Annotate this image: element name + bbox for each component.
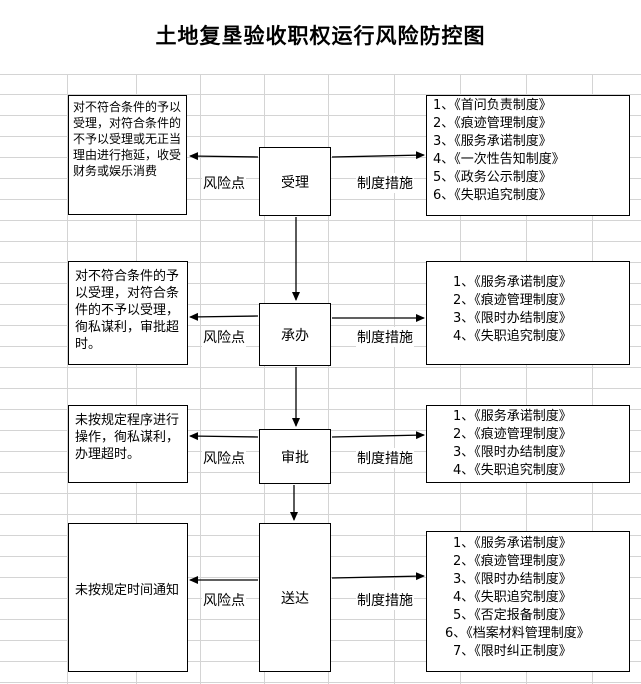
risk-box-accept: 对不符合条件的予以受理，对符合条件的不予以受理或无正当理由进行拖延，收受财务或娱… bbox=[68, 95, 187, 215]
measure-item: 3、《限时办结制度》 bbox=[453, 572, 572, 587]
arrow-to-measures bbox=[331, 151, 425, 160]
step-label: 承办 bbox=[281, 327, 309, 344]
measure-item: 1、《首问负责制度》 bbox=[433, 98, 552, 113]
step-label: 受理 bbox=[281, 174, 309, 191]
measures-box-handle: 1、《服务承诺制度》 2、《痕迹管理制度》 3、《限时办结制度》 4、《失职追究… bbox=[426, 261, 630, 365]
measure-item: 6、《档案材料管理制度》 bbox=[445, 626, 590, 641]
measure-item: 2、《痕迹管理制度》 bbox=[453, 427, 572, 442]
risk-point-label: 风险点 bbox=[202, 590, 246, 610]
arrow-to-measures bbox=[331, 431, 425, 440]
arrow-to-risk bbox=[189, 152, 259, 161]
measure-item: 4、《一次性告知制度》 bbox=[433, 152, 565, 167]
measure-label: 制度措施 bbox=[356, 448, 414, 468]
risk-point-label: 风险点 bbox=[202, 327, 246, 347]
risk-text: 对不符合条件的予以受理，对符合条件的不予以受理或无正当理由进行拖延，收受财务或娱… bbox=[73, 100, 182, 178]
risk-text: 未按规定程序进行操作，徇私谋利，办理超时。 bbox=[75, 413, 180, 462]
measure-item: 3、《限时办结制度》 bbox=[453, 445, 572, 460]
measures-box-accept: 1、《首问负责制度》 2、《痕迹管理制度》 3、《服务承诺制度》 4、《一次性告… bbox=[426, 95, 630, 216]
measure-item: 5、《否定报备制度》 bbox=[453, 608, 572, 623]
measures-box-approve: 1、《服务承诺制度》 2、《痕迹管理制度》 3、《限时办结制度》 4、《失职追究… bbox=[426, 405, 630, 483]
arrow-to-risk bbox=[189, 432, 259, 441]
measure-item: 1、《服务承诺制度》 bbox=[453, 275, 572, 290]
measure-item: 4、《失职追究制度》 bbox=[453, 329, 572, 344]
risk-box-handle: 对不符合条件的予以受理，对符合条件的不予以受理，徇私谋利，审批超时。 bbox=[68, 261, 188, 365]
measure-item: 2、《痕迹管理制度》 bbox=[453, 554, 572, 569]
measure-label: 制度措施 bbox=[356, 590, 414, 610]
diagram-title: 土地复垦验收职权运行风险防控图 bbox=[155, 24, 486, 48]
risk-box-deliver: 未按规定时间通知 bbox=[68, 523, 188, 672]
measure-item: 2、《痕迹管理制度》 bbox=[433, 116, 552, 131]
measure-item: 1、《服务承诺制度》 bbox=[453, 409, 572, 424]
measure-item: 3、《限时办结制度》 bbox=[453, 311, 572, 326]
step-deliver: 送达 bbox=[259, 523, 331, 672]
measure-item: 7、《限时纠正制度》 bbox=[453, 644, 572, 659]
step-accept: 受理 bbox=[259, 147, 331, 216]
measures-box-deliver: 1、《服务承诺制度》 2、《痕迹管理制度》 3、《限时办结制度》 4、《失职追究… bbox=[426, 531, 630, 672]
measure-item: 4、《失职追究制度》 bbox=[453, 463, 572, 478]
risk-text: 对不符合条件的予以受理，对符合条件的不予以受理，徇私谋利，审批超时。 bbox=[75, 269, 180, 352]
step-approve: 审批 bbox=[259, 429, 331, 484]
risk-point-label: 风险点 bbox=[202, 448, 246, 468]
arrow-to-risk bbox=[189, 312, 259, 321]
arrow-to-measures bbox=[331, 572, 425, 581]
risk-text: 未按规定时间通知 bbox=[75, 583, 180, 598]
step-handle: 承办 bbox=[259, 303, 331, 366]
measure-item: 2、《痕迹管理制度》 bbox=[453, 293, 572, 308]
measure-item: 5、《政务公示制度》 bbox=[433, 170, 552, 185]
measure-label: 制度措施 bbox=[356, 173, 414, 193]
risk-box-approve: 未按规定程序进行操作，徇私谋利，办理超时。 bbox=[68, 405, 188, 483]
measure-item: 4、《失职追究制度》 bbox=[453, 590, 572, 605]
step-label: 送达 bbox=[281, 590, 309, 607]
measure-item: 1、《服务承诺制度》 bbox=[453, 536, 572, 551]
measure-item: 6、《失职追究制度》 bbox=[433, 188, 552, 203]
measure-label: 制度措施 bbox=[356, 327, 414, 347]
risk-point-label: 风险点 bbox=[202, 173, 246, 193]
measure-item: 3、《服务承诺制度》 bbox=[433, 134, 552, 149]
step-label: 审批 bbox=[281, 449, 309, 466]
